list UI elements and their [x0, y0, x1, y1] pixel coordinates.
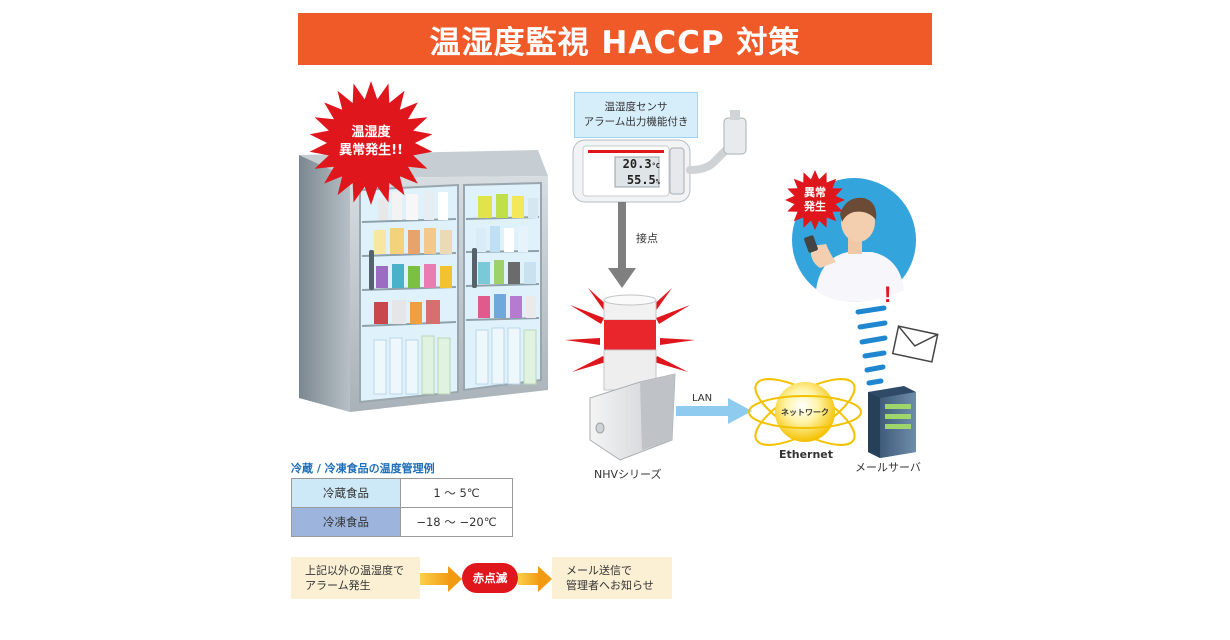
- person-alarm-burst-icon: [785, 170, 845, 230]
- flow-right-line2: 管理者へお知らせ: [566, 579, 654, 592]
- table-row: 冷凍食品 −18 〜 −20℃: [291, 507, 513, 537]
- sensor-label-line1: 温湿度センサ: [604, 101, 668, 113]
- flow-left-line1: 上記以外の温湿度で: [305, 564, 404, 577]
- ethernet-network-icon: [748, 378, 862, 446]
- temperature-table: 冷蔵食品 1 〜 5℃ 冷凍食品 −18 〜 −20℃: [291, 478, 513, 537]
- table-cell-range: −18 〜 −20℃: [400, 507, 513, 537]
- table-title: 冷蔵 / 冷凍食品の温度管理例: [291, 462, 435, 475]
- svg-text:!: !: [884, 282, 891, 307]
- network-inner-label: ネットワーク: [781, 408, 829, 417]
- lan-arrow: [676, 398, 752, 424]
- sensor-display: 20.3°C 55.5%: [620, 157, 660, 189]
- person-burst-label: 異常 発生: [795, 186, 835, 214]
- wireless-signal-icon: [855, 305, 888, 386]
- device-label: NHVシリーズ: [594, 468, 662, 481]
- refrigerator-showcase: [299, 150, 548, 412]
- humidity-value: 55.5: [626, 173, 656, 187]
- humidity-unit: %: [655, 178, 660, 186]
- alarm-burst-icon: [309, 81, 433, 205]
- flow-left-line2: アラーム発生: [305, 579, 371, 592]
- page-title: 温湿度監視 HACCP 対策: [429, 24, 801, 61]
- flow-arrow-1: [420, 566, 462, 592]
- table-cell-name: 冷凍食品: [291, 507, 401, 537]
- person-burst-line1: 異常: [804, 186, 826, 199]
- temperature-humidity-sensor: [572, 110, 747, 203]
- flow-step-notify: メール送信で 管理者へお知らせ: [552, 557, 672, 599]
- flow-arrow-2: [518, 566, 552, 592]
- contact-arrow: [608, 202, 636, 288]
- sensor-label-line2: アラーム出力機能付き: [583, 116, 689, 128]
- table-row: 冷蔵食品 1 〜 5℃: [291, 478, 513, 508]
- table-cell-name: 冷蔵食品: [291, 478, 401, 508]
- page-title-banner: 温湿度監視 HACCP 対策: [298, 13, 932, 65]
- temperature-unit: °C: [651, 162, 660, 170]
- server-label: メールサーバ: [855, 461, 921, 474]
- flow-step-blink-badge: 赤点滅: [462, 563, 518, 593]
- ethernet-label: Ethernet: [778, 448, 834, 461]
- table-cell-range: 1 〜 5℃: [400, 478, 513, 508]
- temperature-value: 20.3: [622, 157, 652, 171]
- flow-right-line1: メール送信で: [566, 564, 632, 577]
- mail-server-icon: [868, 386, 916, 458]
- mail-envelope-icon: [891, 325, 939, 363]
- flow-step-alarm: 上記以外の温湿度で アラーム発生: [291, 557, 420, 599]
- signal-tower-device: [589, 294, 676, 461]
- sensor-label-box: 温湿度センサ アラーム出力機能付き: [574, 92, 698, 138]
- alarm-burst-label: 温湿度 異常発生!!: [328, 124, 414, 160]
- lan-label: LAN: [692, 393, 713, 404]
- person-burst-line2: 発生: [804, 200, 826, 213]
- alarm-burst-line1: 温湿度: [351, 125, 391, 140]
- contact-label: 接点: [636, 232, 658, 245]
- alarm-burst-line2: 異常発生!!: [339, 143, 403, 158]
